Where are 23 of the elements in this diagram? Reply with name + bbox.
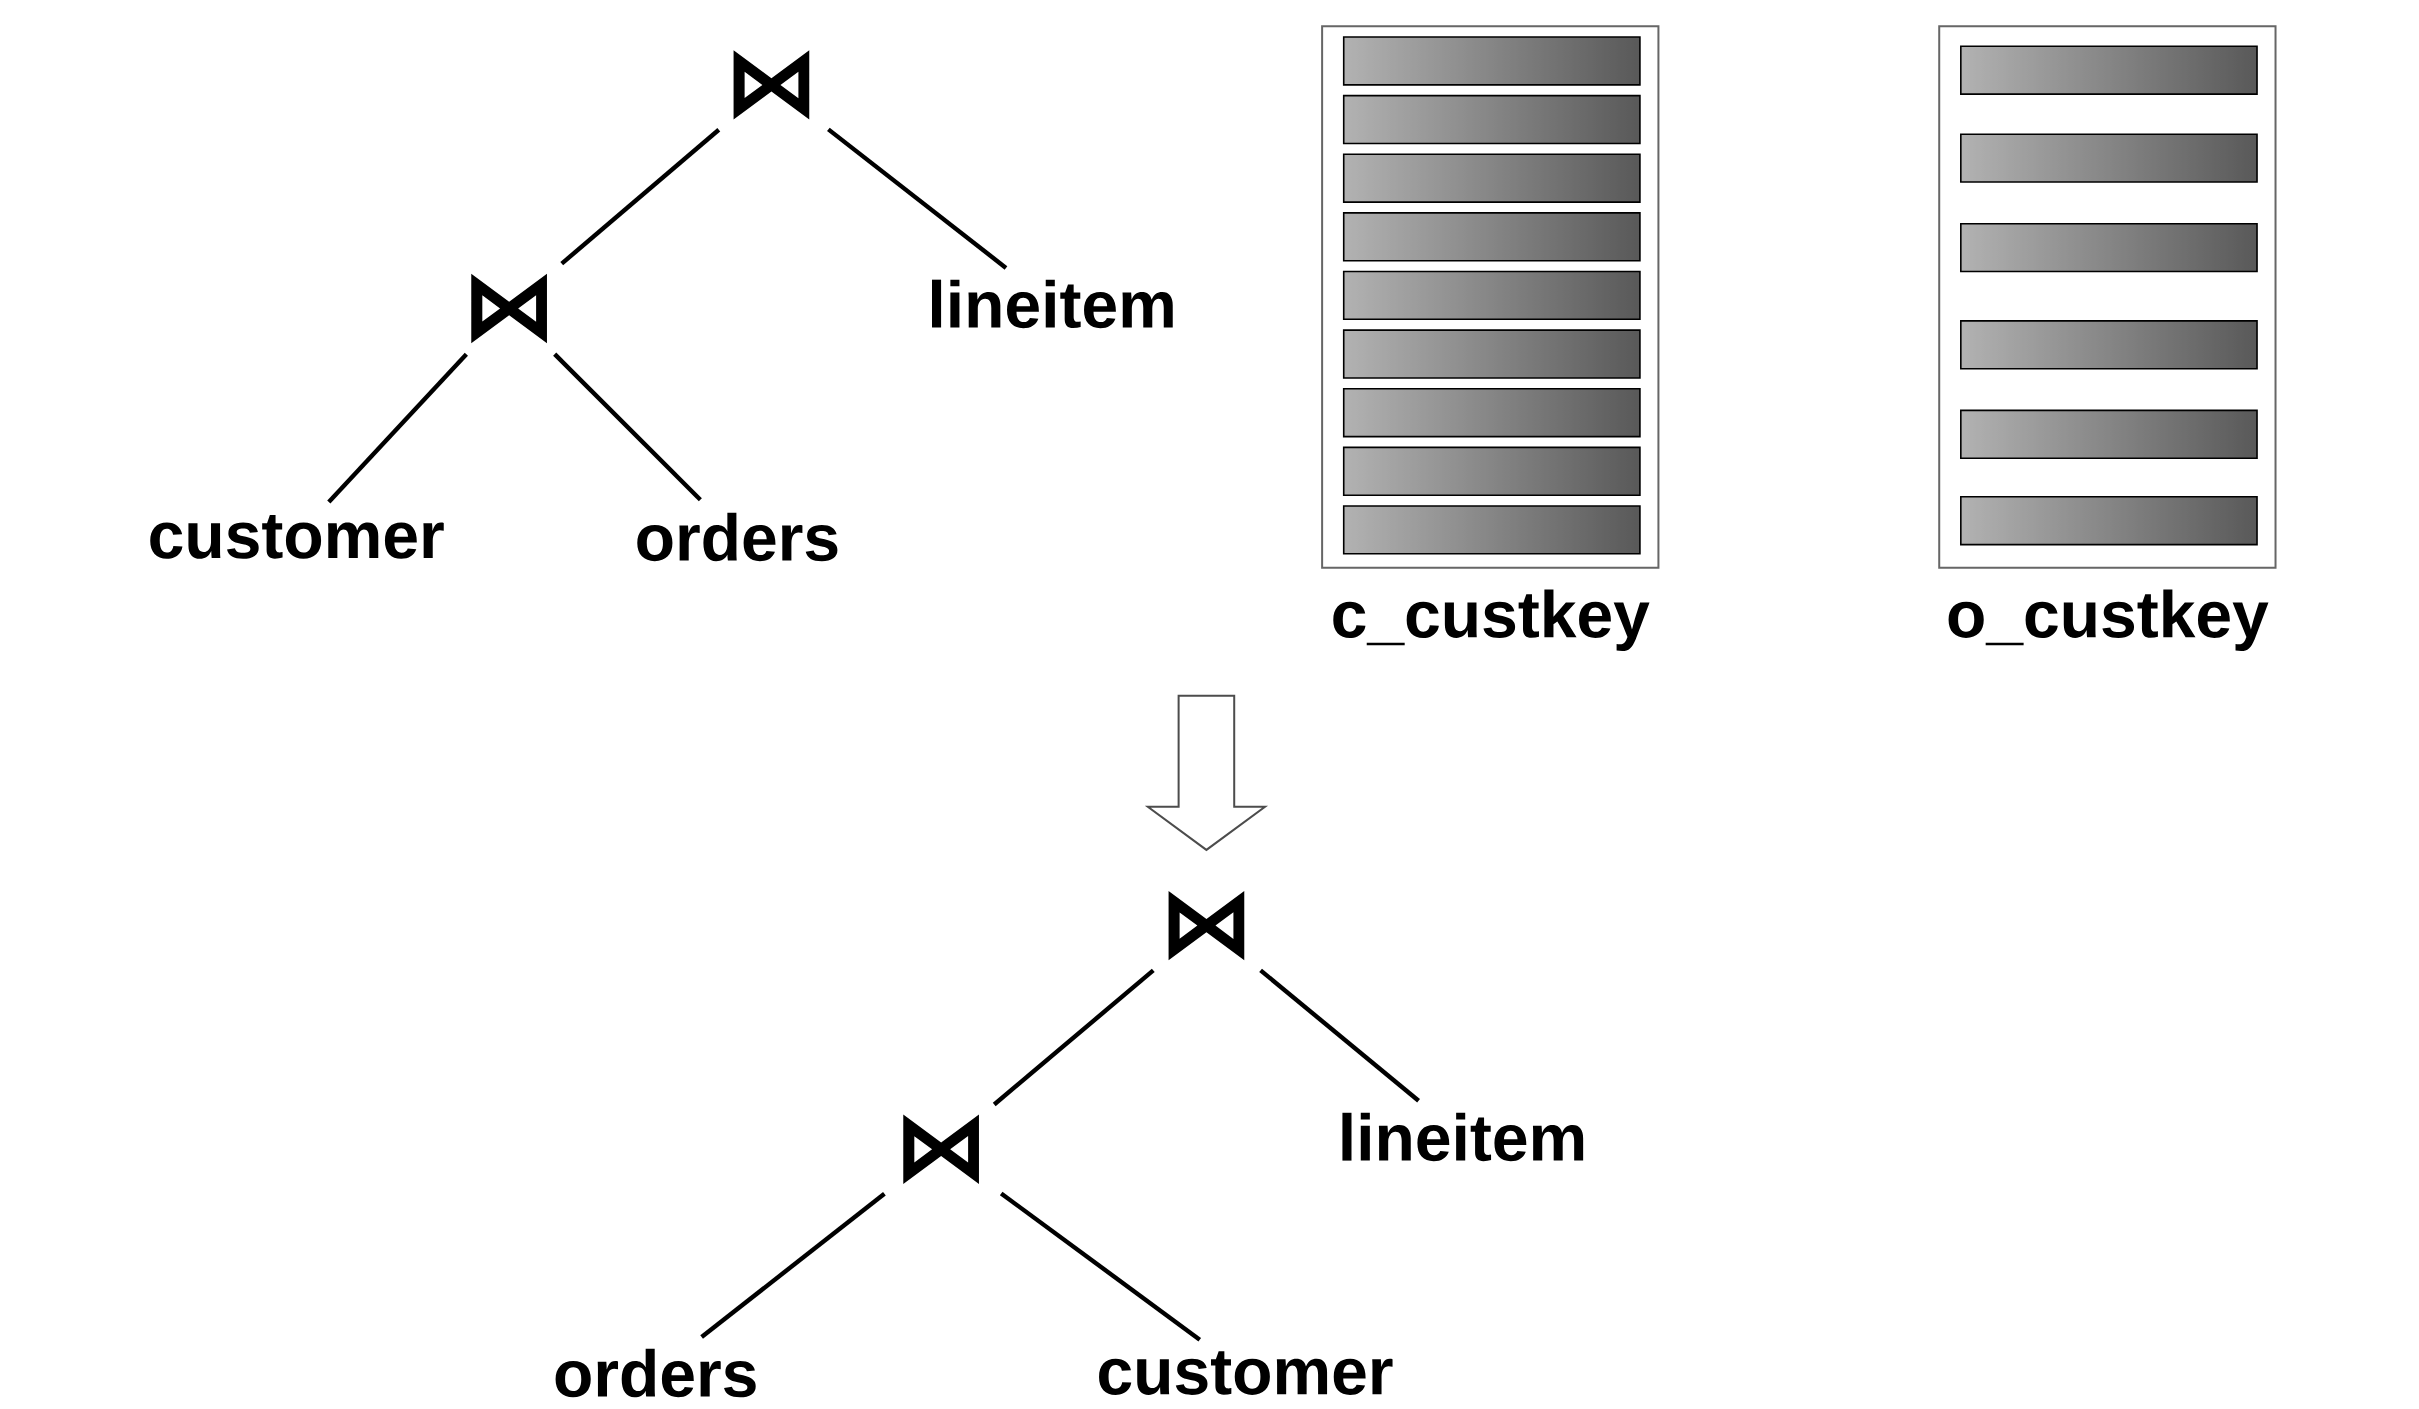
join-symbol: ⋈: [733, 50, 810, 120]
table-name: orders: [555, 1348, 756, 1398]
column-box: o_custkey: [1938, 25, 2277, 651]
tree-edge: [999, 1191, 1202, 1342]
join-symbol: ⋈: [1168, 890, 1245, 961]
node-label: c_custkey: [1333, 589, 1650, 651]
tree-edge: [992, 968, 1155, 1107]
tree-edge: [327, 352, 468, 504]
column-box: c_custkey: [1321, 25, 1660, 651]
join-symbol: ⋈: [903, 1114, 979, 1184]
tree-edge: [553, 352, 702, 502]
tree-edge: [1259, 968, 1420, 1103]
node-label: o_custkey: [1948, 589, 2269, 651]
join-symbol: ⋈: [471, 273, 547, 344]
table-name: customer: [1099, 1351, 1393, 1395]
tree-edge: [700, 1192, 886, 1339]
table-name: customer: [150, 515, 444, 559]
table-name: lineitem: [932, 279, 1173, 329]
tree-edge: [827, 127, 1008, 270]
block-arrow: [1144, 694, 1269, 852]
tree-edge: [560, 128, 721, 266]
table-name: orders: [637, 512, 838, 562]
table-name: lineitem: [1342, 1112, 1584, 1162]
